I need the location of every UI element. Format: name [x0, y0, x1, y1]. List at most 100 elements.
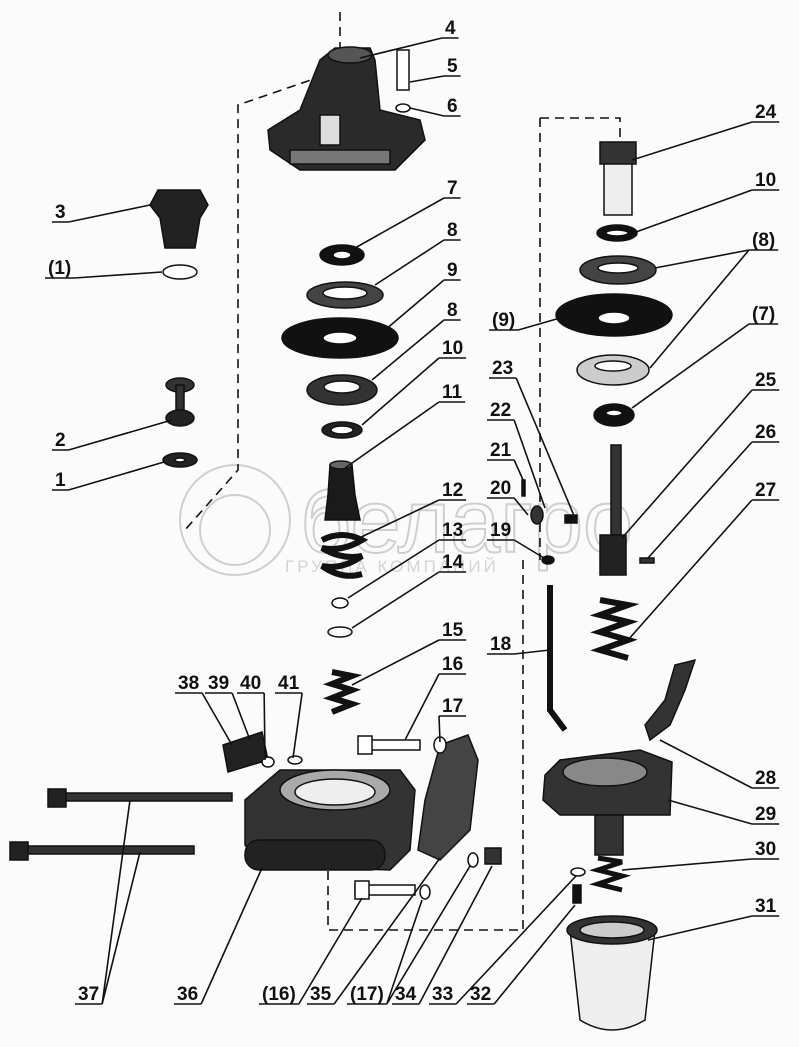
callout-label: 5 [447, 56, 458, 77]
callout-0: 4 [359, 18, 459, 59]
callout-label: 29 [755, 804, 776, 825]
callout-label: 38 [178, 673, 199, 694]
callout-42: 36 [174, 867, 263, 1005]
callout-label: 10 [755, 170, 776, 191]
part-screw-23 [564, 514, 578, 524]
callout-label: 31 [755, 896, 777, 917]
leader-line [409, 107, 461, 117]
callout-label: 28 [755, 768, 776, 789]
leader-line [438, 715, 467, 743]
leader-line [371, 319, 461, 381]
part-spring-30 [589, 855, 631, 893]
leader-line [489, 317, 561, 331]
callout-46: 34 [392, 865, 493, 1005]
leader-line [384, 279, 461, 331]
callout-label: (1) [48, 258, 71, 279]
part-valve [165, 377, 195, 427]
part-ball-19 [541, 555, 555, 565]
part-washer-33 [570, 867, 586, 877]
leader-line [621, 858, 780, 871]
callout-label: 20 [490, 478, 511, 499]
leader-line [404, 673, 467, 741]
leader-line [354, 197, 461, 249]
part-pin-21 [521, 479, 526, 497]
callout-47: 33 [429, 875, 577, 1005]
part-nut-13 [331, 597, 349, 609]
callout-label: 6 [447, 96, 458, 117]
callout-30: 26 [647, 422, 780, 559]
callout-25: 22 [487, 400, 546, 509]
callout-label: 23 [492, 358, 513, 379]
callout-label: 1 [55, 470, 66, 491]
callout-label: 19 [490, 520, 511, 541]
part-ring-41 [287, 755, 303, 765]
part-washer-17b [419, 884, 431, 900]
leader-line [347, 865, 471, 1005]
leader-line [647, 915, 780, 941]
callout-1: 5 [409, 56, 461, 83]
callout-14: 13 [347, 520, 467, 599]
leader-line [205, 692, 251, 741]
callout-label: 33 [432, 984, 453, 1005]
callout-label: 41 [278, 673, 300, 694]
part-cover-housing [267, 46, 426, 171]
callout-label: 32 [470, 984, 491, 1005]
leader-line [52, 419, 173, 451]
callout-24: 23 [489, 358, 576, 519]
part-lever-28 [644, 658, 697, 742]
leader-line [374, 239, 461, 286]
callout-23: (7) [631, 304, 779, 409]
leader-line [659, 739, 780, 789]
callout-label: 25 [755, 370, 777, 391]
part-nut-34 [484, 847, 502, 865]
callout-label: 17 [442, 696, 463, 717]
callout-39: 30 [621, 839, 780, 871]
callout-18: 17 [438, 696, 467, 743]
leader-line [75, 799, 141, 1005]
callout-label: 37 [78, 984, 99, 1005]
callout-label: (16) [262, 984, 296, 1005]
part-plug [149, 189, 209, 249]
callout-label: 9 [447, 260, 458, 281]
leader-line [635, 189, 780, 233]
part-plate-35 [417, 734, 479, 861]
callouts: 4563(1)21789810111213141516172410(8)(9)(… [45, 18, 780, 1005]
callout-38: 29 [667, 799, 780, 825]
part-rod-18 [547, 585, 568, 732]
leader-line [351, 639, 467, 686]
callout-label: 40 [240, 673, 261, 694]
callout-3: 3 [52, 202, 151, 223]
leader-line [487, 419, 546, 509]
callout-36: 41 [275, 673, 303, 759]
leader-line [174, 867, 263, 1005]
callout-5: 2 [52, 419, 173, 451]
part-spring-15 [322, 669, 363, 715]
part-cup-31 [566, 915, 658, 1031]
callout-8: 8 [374, 220, 461, 286]
part-shaft-25 [599, 444, 627, 576]
leader-line [354, 499, 467, 541]
callout-21: (8) [649, 230, 779, 369]
callout-label: 27 [755, 480, 776, 501]
callout-19: 24 [631, 102, 780, 161]
callout-37: 28 [659, 739, 780, 789]
callout-2: 6 [409, 96, 461, 117]
leader-line [649, 249, 779, 369]
leader-line [52, 204, 151, 223]
callout-40: 31 [647, 896, 780, 941]
callout-label: 13 [442, 520, 463, 541]
leader-line [647, 441, 780, 559]
part-washer-17c [467, 852, 479, 868]
leader-line [307, 857, 441, 1005]
callout-7: 7 [354, 178, 461, 249]
leader-line [392, 865, 493, 1005]
callout-12: 11 [344, 382, 466, 469]
callout-label: 7 [447, 178, 458, 199]
part-washer-14 [327, 626, 353, 638]
leader-line [52, 461, 165, 491]
callout-label: 15 [442, 620, 464, 641]
callout-20: 10 [635, 170, 780, 233]
leader-line [667, 799, 780, 825]
leader-line [621, 389, 780, 539]
part-long-bolts-37 [9, 788, 233, 861]
